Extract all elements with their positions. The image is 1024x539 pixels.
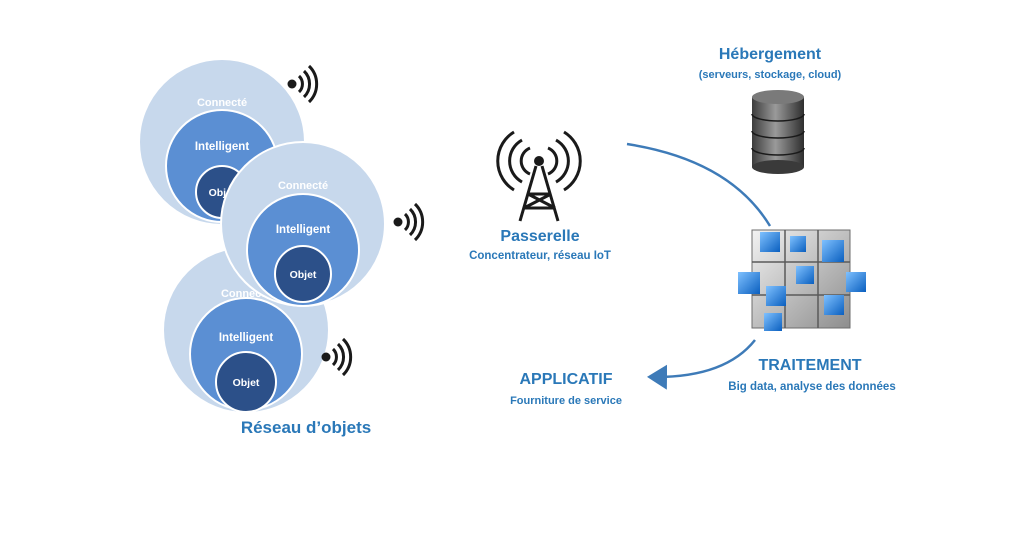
intelligent-label: Intelligent (195, 141, 249, 153)
gateway-subtitle: Concentrateur, réseau IoT (469, 250, 611, 262)
antenna-tower-icon (496, 130, 582, 222)
connected-label: Connecté (278, 180, 328, 192)
processing-title: TRAITEMENT (758, 357, 862, 374)
wifi-signal-icon (393, 202, 425, 242)
wifi-signal-icon (321, 337, 353, 377)
gateway-title: Passerelle (500, 228, 580, 245)
flow-arrow-processing-to-application (647, 339, 756, 390)
application-subtitle: Fourniture de service (510, 395, 622, 407)
connected-object-node: Connecté Intelligent Objet (220, 141, 386, 307)
intelligent-label: Intelligent (276, 224, 330, 236)
database-icon (751, 90, 805, 174)
processing-subtitle: Big data, analyse des données (728, 381, 896, 393)
object-layer (215, 351, 277, 413)
application-title: APPLICATIF (519, 371, 613, 388)
data-cube-icon (738, 229, 866, 331)
hosting-title: Hébergement (718, 46, 822, 63)
object-label: Objet (290, 269, 317, 281)
network-label: Réseau d’objets (240, 418, 372, 437)
object-layer (274, 245, 332, 303)
object-label: Objet (233, 377, 260, 389)
intelligent-label: Intelligent (219, 332, 273, 344)
flow-arc-gateway-to-hosting (626, 142, 772, 227)
hosting-subtitle: (serveurs, stockage, cloud) (698, 69, 842, 81)
wifi-signal-icon (287, 64, 319, 104)
connected-label: Connecté (197, 97, 247, 109)
